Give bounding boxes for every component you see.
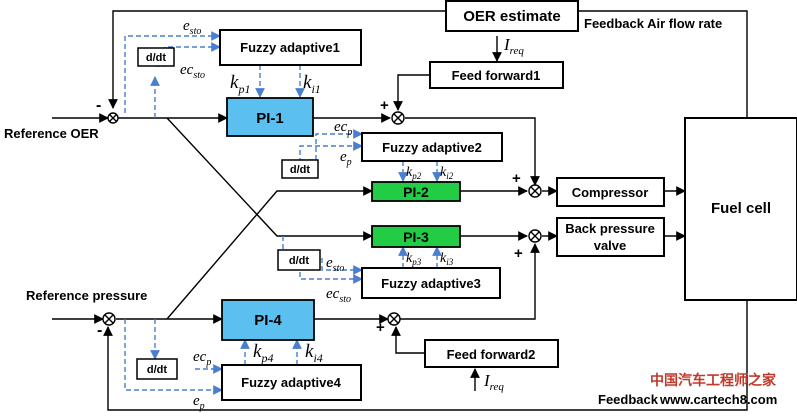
derivative3-block: d/dt [277, 249, 321, 271]
sum-junction-3 [528, 184, 542, 198]
sum-junction-5 [102, 312, 116, 326]
svg-text:kp1: kp1 [230, 72, 250, 96]
derivative1-block: d/dt [137, 47, 175, 67]
feed-forward1-block: Feed forward1 [429, 61, 564, 89]
svg-text:Feed forward2: Feed forward2 [447, 347, 536, 362]
svg-text:valve: valve [594, 238, 627, 253]
fuzzy-adaptive2-block: Fuzzy adaptive2 [361, 132, 503, 162]
summing-junctions [102, 111, 542, 326]
svg-text:PI-1: PI-1 [256, 110, 284, 127]
svg-text:esto: esto [183, 18, 201, 37]
svg-text:PI-2: PI-2 [403, 184, 429, 200]
sum-junction-4 [528, 229, 542, 243]
signs: - + + + - + [96, 97, 523, 339]
fuzzy-adaptive3-block: Fuzzy adaptive3 [361, 267, 501, 299]
svg-text:esto: esto [326, 255, 344, 274]
svg-text:d/dt: d/dt [147, 364, 167, 376]
svg-text:Back pressure: Back pressure [565, 221, 655, 236]
svg-text:d/dt: d/dt [289, 255, 309, 267]
reference-pressure-label: Reference pressure [26, 288, 147, 303]
svg-text:ep: ep [193, 393, 205, 412]
svg-text:PI-4: PI-4 [254, 312, 282, 329]
svg-text:www.cartech8.com: www.cartech8.com [659, 392, 777, 407]
pi1-block: PI-1 [226, 97, 314, 137]
svg-text:ecp: ecp [334, 119, 352, 138]
sign-minus: - [97, 322, 102, 339]
pi3-block: PI-3 [371, 225, 461, 248]
pi4-block: PI-4 [221, 299, 315, 341]
sign-plus: + [512, 170, 521, 187]
back-pressure-valve-block: Back pressure valve [556, 217, 665, 257]
solid-wires [52, 10, 748, 411]
svg-text:d/dt: d/dt [290, 164, 310, 176]
svg-text:kp3: kp3 [406, 251, 422, 267]
sum-junction-1 [107, 112, 119, 124]
sign-plus: + [376, 319, 385, 336]
svg-text:Fuzzy adaptive1: Fuzzy adaptive1 [240, 40, 340, 55]
fuel-cell-block: Fuel cell [684, 117, 797, 301]
oer-estimate-block: OER estimate [445, 0, 579, 32]
svg-text:ecp: ecp [193, 349, 211, 368]
sign-minus: - [96, 97, 101, 114]
svg-text:Ireq: Ireq [483, 371, 504, 393]
fuzzy-adaptive4-block: Fuzzy adaptive4 [221, 364, 362, 401]
svg-text:Fuel cell: Fuel cell [711, 200, 771, 217]
svg-text:Fuzzy adaptive3: Fuzzy adaptive3 [381, 276, 481, 291]
sign-plus: + [514, 245, 523, 262]
svg-text:Fuzzy adaptive2: Fuzzy adaptive2 [382, 140, 482, 155]
svg-text:ki4: ki4 [305, 341, 323, 365]
reference-oer-label: Reference OER [4, 126, 99, 141]
svg-text:Compressor: Compressor [572, 185, 649, 200]
svg-text:Fuzzy adaptive4: Fuzzy adaptive4 [241, 375, 341, 390]
feedback-bottom-label: Feedback [598, 392, 659, 407]
svg-text:ki2: ki2 [440, 165, 454, 181]
derivative4-block: d/dt [136, 358, 178, 380]
compressor-block: Compressor [556, 177, 665, 207]
svg-text:PI-3: PI-3 [403, 229, 429, 245]
svg-text:中国汽车工程师之家: 中国汽车工程师之家 [650, 372, 777, 389]
svg-text:OER estimate: OER estimate [463, 8, 561, 25]
svg-text:kp4: kp4 [253, 341, 273, 365]
signal-labels: esto ecsto kp1 ki1 Ireq ecp ep kp2 ki2 k… [180, 18, 524, 412]
fuzzy-adaptive1-block: Fuzzy adaptive1 [219, 29, 362, 66]
watermark: 中国汽车工程师之家 www.cartech8.com [650, 372, 777, 407]
svg-text:Ireq: Ireq [503, 35, 524, 57]
svg-text:ki3: ki3 [440, 251, 454, 267]
pi2-block: PI-2 [371, 181, 461, 202]
sum-junction-2 [391, 111, 405, 125]
svg-text:kp2: kp2 [406, 165, 422, 181]
svg-text:ecsto: ecsto [326, 286, 351, 305]
svg-text:ep: ep [340, 149, 352, 168]
sign-plus: + [380, 97, 389, 114]
derivative2-block: d/dt [281, 159, 319, 179]
feedback-air-label: Feedback Air flow rate [584, 16, 722, 31]
svg-text:Feed forward1: Feed forward1 [452, 68, 541, 83]
svg-text:ki1: ki1 [303, 72, 321, 96]
svg-text:d/dt: d/dt [146, 52, 166, 64]
feed-forward2-block: Feed forward2 [424, 339, 559, 368]
sum-junction-6 [387, 312, 401, 326]
svg-text:ecsto: ecsto [180, 62, 205, 81]
